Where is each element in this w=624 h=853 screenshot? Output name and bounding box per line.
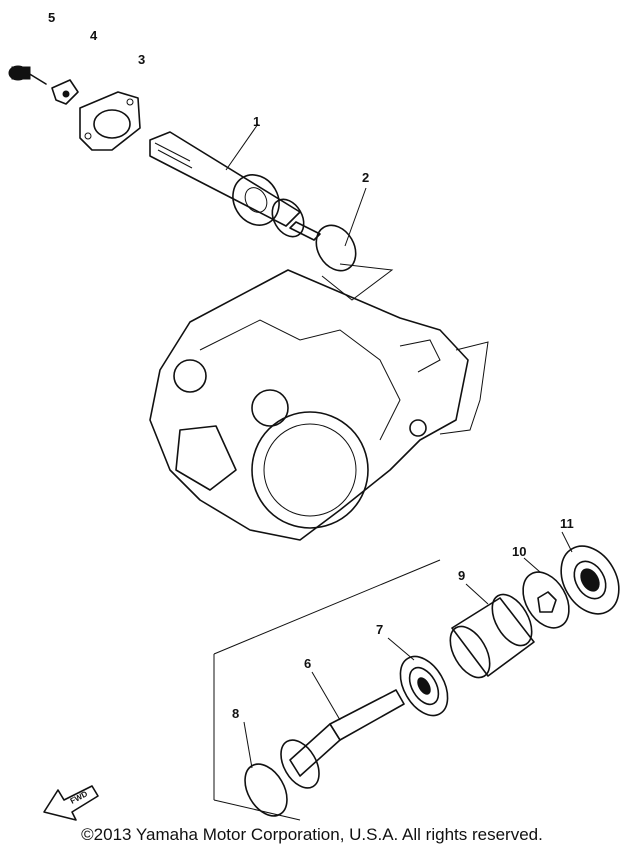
callout-3: 3 [138,52,145,67]
fwd-arrow-icon: FWD [43,785,99,821]
part-9-collar [449,583,535,679]
part-7-bearing [387,637,449,717]
part-8-circlip [243,721,288,817]
part-4-clamp [51,79,79,105]
part-6-driven-shaft [280,671,405,789]
callout-5: 5 [48,10,55,25]
part-10-spacer [522,557,570,629]
part-3-plate [79,91,141,151]
part-11-oil-seal [560,531,620,615]
callout-7: 7 [376,622,383,637]
part-1-drive-shaft [149,123,321,241]
callout-6: 6 [304,656,311,671]
callout-10: 10 [512,544,526,559]
callout-2: 2 [362,170,369,185]
callout-9: 9 [458,568,465,583]
part-2-circlip [315,187,367,272]
copyright-notice: ©2013 Yamaha Motor Corporation, U.S.A. A… [81,825,543,844]
part-5-bolt [8,65,47,85]
callout-1: 1 [253,114,260,129]
callout-4: 4 [90,28,98,43]
callout-11: 11 [560,516,574,531]
callout-8: 8 [232,706,239,721]
crankcase-housing [149,269,489,541]
